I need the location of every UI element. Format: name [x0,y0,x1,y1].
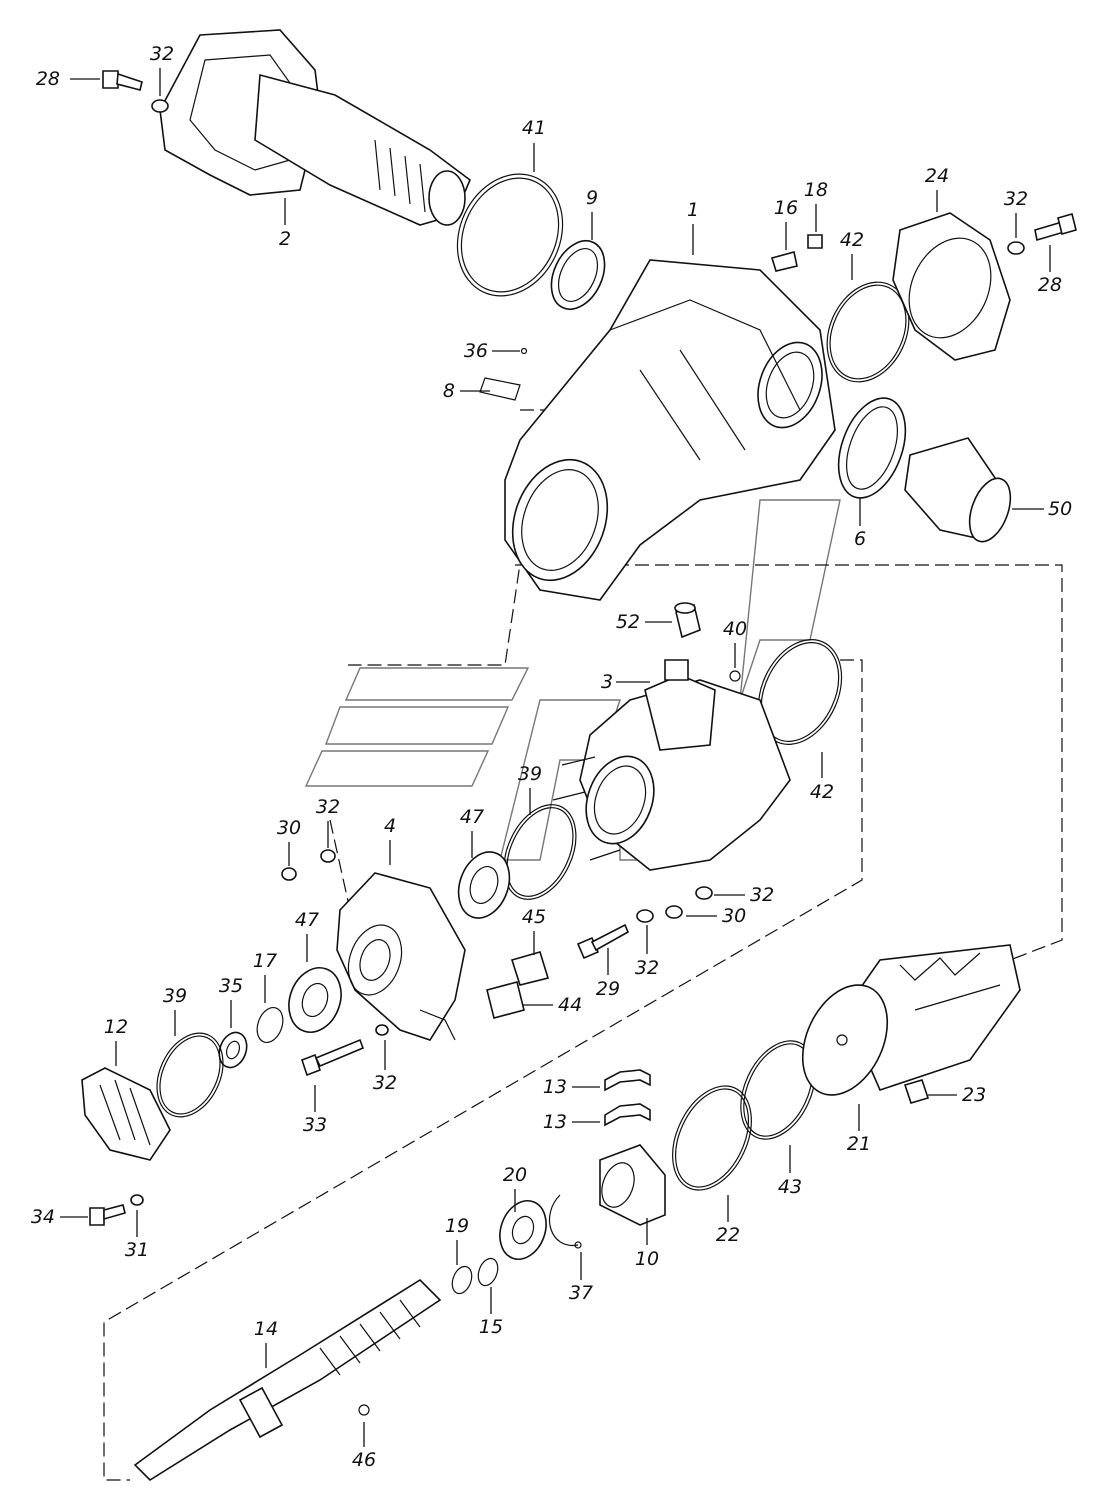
snap-ring-37 [549,1194,582,1249]
part-valve-body-3 [552,659,791,871]
callout-label-34: 34 [31,1206,55,1228]
washer-20 [499,1200,547,1260]
seal-6 [837,397,907,499]
part-output-shaft-2 [159,29,471,226]
callout-label-20: 20 [503,1164,527,1186]
part-main-housing-1 [479,259,836,601]
callout-label-45: 45 [522,906,546,928]
o-ring-39-lower [156,1032,224,1118]
plug-23 [903,1079,930,1104]
callout-label-15: 15 [479,1316,503,1338]
seal-47-upper [457,851,511,919]
clips-13 [604,1069,651,1127]
callout-label-32: 32 [316,796,340,818]
callout-label-32: 32 [635,957,659,979]
callout-label-16: 16 [774,197,798,219]
callout-label-3: 3 [601,671,613,693]
callout-label-18: 18 [804,179,828,201]
o-ring-42-middle [757,639,843,745]
callout-label-13: 13 [543,1076,567,1098]
washer-17 [256,1006,284,1044]
callout-label-44: 44 [558,994,582,1016]
callout-label-35: 35 [219,975,243,997]
callout-label-40: 40 [723,618,747,640]
bolt-washer-top-right [1007,213,1077,255]
ball-46 [358,1404,370,1416]
callout-label-41: 41 [522,117,546,139]
callout-label-33: 33 [303,1114,327,1136]
callout-label-12: 12 [104,1016,128,1038]
callout-label-2: 2 [279,228,291,250]
cover-24 [892,212,1011,361]
callout-label-4: 4 [384,815,396,837]
callout-label-9: 9 [586,187,598,209]
ring-43 [740,1040,816,1140]
fittings-16-18 [770,234,823,272]
callout-label-52: 52 [616,611,640,633]
callout-label-32: 32 [1004,188,1028,210]
callout-label-1: 1 [687,199,699,221]
callout-label-30: 30 [277,817,301,839]
callout-label-32: 32 [150,43,174,65]
part-pump-housing-4 [336,872,466,1041]
bolt-33 [300,1038,365,1077]
callout-label-32: 32 [373,1072,397,1094]
callout-label-42: 42 [810,781,834,803]
o-ring-42-top [826,281,910,383]
nut-35 [218,1031,248,1069]
callout-label-8: 8 [443,380,455,402]
callout-label-47: 47 [460,806,484,828]
nuts-washers [281,849,713,1036]
callout-label-22: 22 [716,1224,740,1246]
piston-10 [599,1144,666,1226]
callout-label-28: 28 [1038,274,1062,296]
seal-47-lower [288,967,342,1033]
cap-52 [674,602,701,639]
ring-40 [729,670,741,682]
callout-label-23: 23 [962,1084,986,1106]
callout-label-32: 32 [750,884,774,906]
callout-label-24: 24 [925,165,949,187]
callout-label-29: 29 [596,978,620,1000]
seal-9 [550,240,606,310]
callout-label-39: 39 [518,763,542,785]
bolt-washer-top-left [102,70,169,113]
cap-50 [904,437,1012,543]
callout-label-6: 6 [854,528,866,550]
callout-label-47: 47 [295,909,319,931]
cover-12 [81,1067,171,1161]
callout-label-36: 36 [464,340,488,362]
callout-label-17: 17 [253,950,277,972]
callout-label-42: 42 [840,229,864,251]
callout-label-46: 46 [352,1449,376,1471]
screw-shaft-14 [133,1278,442,1482]
callout-label-39: 39 [163,985,187,1007]
callout-label-43: 43 [778,1176,802,1198]
o-ring-41 [456,173,564,297]
callout-label-37: 37 [569,1282,593,1304]
callout-label-30: 30 [722,905,746,927]
callout-label-50: 50 [1048,498,1072,520]
bolt-29 [576,923,630,960]
callout-label-19: 19 [445,1215,469,1237]
callout-label-13: 13 [543,1111,567,1133]
callout-label-21: 21 [847,1133,871,1155]
bolt-34-washer-31 [89,1194,144,1226]
cylinder-21 [801,944,1021,1096]
callout-label-28: 28 [36,68,60,90]
ring-22 [672,1085,752,1191]
o-ring-39-middle [503,804,577,900]
fittings-44-45 [486,951,550,1019]
callout-label-10: 10 [635,1248,659,1270]
callout-label-31: 31 [125,1239,149,1261]
callout-label-14: 14 [254,1318,278,1340]
rings-19-15 [451,1257,499,1295]
